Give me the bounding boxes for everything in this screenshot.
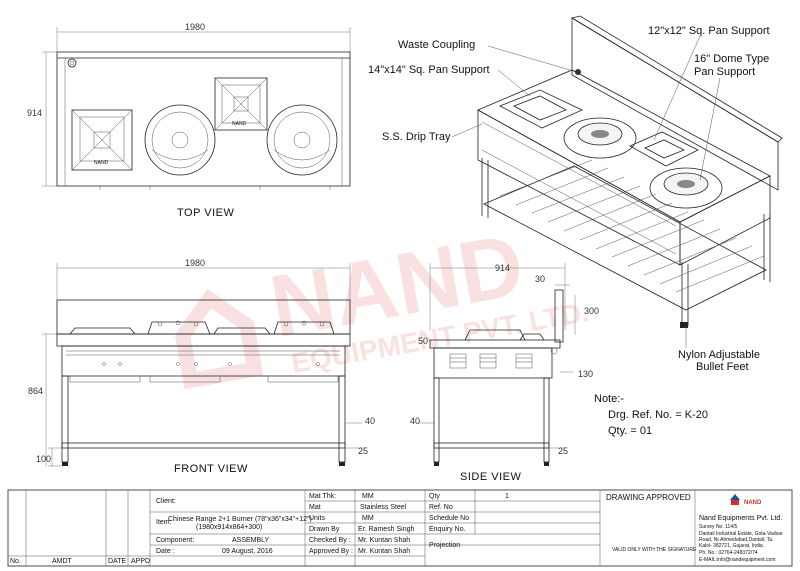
rev-date-header: DATE (108, 558, 126, 565)
side-depth-dim: 914 (495, 263, 510, 273)
front-dim-40: 40 (365, 416, 375, 426)
isometric-view (451, 15, 783, 348)
top-burner-left (144, 104, 216, 176)
company-survey: Survey No. 114/5 (699, 524, 737, 530)
side-dim-300: 300 (584, 306, 599, 316)
units-value: MM (362, 515, 374, 522)
front-height-dim: 864 (28, 386, 43, 396)
callout-dome-16-line1: 16" Dome Type (694, 53, 769, 65)
callout-drip-tray: S.S. Drip Tray (382, 131, 451, 143)
iso-bullet-foot (680, 322, 688, 328)
qty-value: 1 (505, 493, 509, 500)
mat-thk-label: Mat Thk: (309, 493, 336, 500)
enquiry-no-label: Enquiry No. (429, 526, 466, 533)
top-stamp-left: NAND (94, 160, 109, 166)
top-depth-dim: 914 (27, 108, 42, 118)
company-address1: Dantali Industrial Estate, Gota-Vadsar (699, 531, 783, 537)
callout-nylon-line2: Bullet Feet (696, 361, 749, 373)
callout-waste-coupling: Waste Coupling (398, 39, 475, 51)
checked-by-value: Mr. Kuntan Shah (358, 537, 410, 544)
side-dim-30: 30 (535, 274, 545, 284)
callout-dome-16-line2: Pan Support (694, 66, 755, 78)
company-address2: Road, Nr.Ahmedabad,Dantali, Ta. (699, 537, 773, 543)
top-square-pan-left: NAND (71, 109, 133, 171)
date-label: Date : (156, 548, 175, 555)
client-label: Client: (156, 498, 176, 505)
schedule-no-label: Schedule No (429, 515, 469, 522)
rev-appd-header: APPD (131, 558, 150, 565)
front-leg-dim: 100 (36, 454, 51, 464)
iso-undershelf-slats (499, 159, 765, 293)
component-value: ASSEMBLY (232, 537, 270, 544)
approved-by-value: Mr. Kuntan Shah (358, 548, 410, 555)
component-label: Component: (156, 537, 194, 544)
mat-value: Stainless Steel (360, 504, 407, 511)
units-label: Units (309, 515, 325, 522)
notes-drg-ref: Drg. Ref. No. = K-20 (608, 409, 708, 421)
item-line1: Chinese Range 2+1 Burner (78"x36"x34"+12… (168, 516, 312, 523)
side-dim-40: 40 (410, 416, 420, 426)
top-view-title: TOP VIEW (177, 207, 235, 219)
qty-label: Qty (429, 493, 440, 500)
side-dim-130: 130 (578, 369, 593, 379)
side-view: 914 30 300 50 130 40 25 (410, 263, 599, 483)
waste-coupling-top (67, 58, 77, 68)
side-dim-25: 25 (558, 446, 568, 456)
date-value: 09 August, 2016 (222, 548, 273, 555)
iso-waste-coupling (575, 69, 581, 75)
top-square-pan-center: NAND (214, 77, 268, 131)
company-phone: Ph. No.: 02764-248372/74 (699, 550, 758, 556)
callout-pan-14: 14"x14" Sq. Pan Support (368, 64, 490, 76)
top-width-dim: 1980 (185, 22, 205, 32)
callout-pan-12: 12"x12" Sq. Pan Support (648, 25, 770, 37)
front-burner-tops (69, 320, 335, 335)
iso-pan-12 (629, 131, 699, 167)
notes-qty: Qty. = 01 (608, 425, 652, 437)
iso-pan-14 (499, 89, 583, 129)
front-view-title: FRONT VIEW (174, 463, 248, 475)
item-label: Item: (156, 519, 172, 526)
side-vent-grilles (449, 353, 533, 369)
top-burner-right (266, 104, 338, 176)
front-burner-vents (66, 350, 340, 356)
title-block: No. AMDT DATE APPD Client: Item: Chinese… (7, 489, 793, 567)
mat-thk-value: MM (362, 493, 374, 500)
notes-title: Note:- (594, 393, 624, 405)
top-view: 1980 914 NAND (27, 22, 351, 219)
valid-signature-note: VALID ONLY WITH THE SIGNATURE (612, 547, 697, 553)
rev-amdt-header: AMDT (52, 558, 73, 565)
iso-burner-right (649, 167, 723, 209)
company-logo: NAND (730, 494, 762, 506)
company-name: Nand Equipments Pvt. Ltd. (699, 515, 782, 522)
front-dim-25: 25 (358, 446, 368, 456)
side-view-title: SIDE VIEW (460, 471, 521, 483)
rev-no-header: No. (10, 558, 21, 565)
item-line2: (1980x914x864+300) (196, 524, 262, 531)
company-address3: Kalol- 382721, Gujarat, India. (699, 543, 764, 549)
notes: Note:- Drg. Ref. No. = K-20 Qty. = 01 (594, 393, 708, 437)
callout-nylon-line1: Nylon Adjustable (678, 349, 760, 361)
top-stamp-center: NAND (232, 121, 247, 127)
front-view: 1980 864 100 (28, 258, 375, 475)
ref-no-label: Ref. No (429, 504, 453, 511)
drawn-by-label: Drawn By (309, 526, 340, 533)
company-logo-text: NAND (744, 500, 762, 506)
mat-label: Mat (309, 504, 321, 511)
approved-by-label: Approved By : (309, 548, 353, 555)
checked-by-label: Checked By : (309, 537, 351, 544)
side-dim-50: 50 (418, 336, 428, 346)
iso-burner-left (563, 117, 637, 159)
company-email: E-MAIL:info@nandequipment.com (699, 557, 776, 563)
projection-label: Projection (429, 542, 460, 549)
drawn-by-value: Er. Ramesh Singh (358, 526, 415, 533)
drawing-approved-label: DRAWING APPROVED (606, 493, 691, 502)
watermark: NAND EQUIPMENT PVT. LTD. (175, 214, 591, 390)
front-width-dim: 1980 (185, 258, 205, 268)
